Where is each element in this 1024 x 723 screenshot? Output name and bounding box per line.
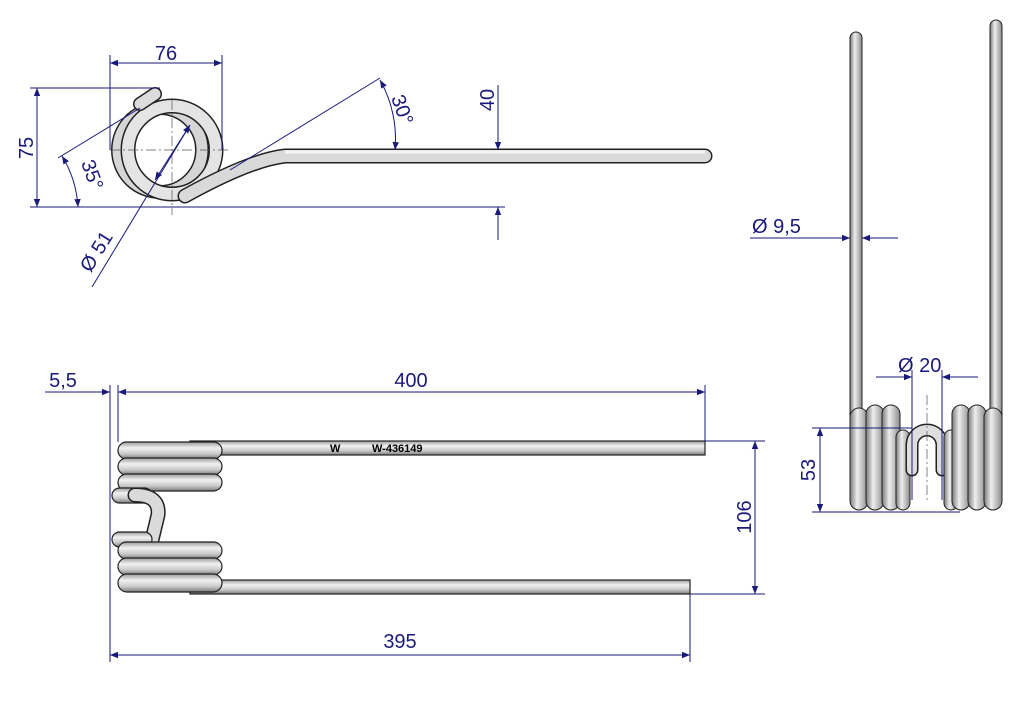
dim-height-75: 75 (16, 137, 38, 159)
left-rod (849, 31, 863, 473)
right-rod (989, 19, 1003, 473)
bottom-tine (189, 579, 691, 595)
dim-offset-40: 40 (477, 89, 499, 111)
dim-wire-diameter: Ø 9,5 (752, 216, 801, 238)
part-number: W-436149 (372, 443, 423, 455)
dim-width-76: 76 (155, 43, 177, 65)
end-view: Ø 9,5 Ø 20 53 (750, 19, 1003, 513)
top-view-coil (110, 87, 713, 215)
dim-offset-5-5: 5,5 (49, 370, 77, 392)
dim-spacing-106: 106 (734, 500, 756, 533)
top-view: 76 75 40 30° 35° Ø 51 (16, 43, 713, 288)
end-coils (849, 404, 1003, 511)
dim-length-400: 400 (394, 370, 427, 392)
side-view: W W-436149 5,5 400 395 106 (45, 370, 765, 662)
top-tine (189, 440, 706, 456)
logo: W (330, 443, 341, 455)
dim-hook-diameter: Ø 20 (898, 355, 941, 377)
dim-coil-height-53: 53 (798, 459, 820, 481)
upper-coils (111, 441, 223, 504)
lower-coils (111, 531, 223, 593)
dim-length-395: 395 (383, 631, 416, 653)
angle-30: 30° (386, 92, 417, 128)
dim-diameter-51: Ø 51 (76, 228, 118, 276)
angle-35: 35° (76, 157, 107, 193)
